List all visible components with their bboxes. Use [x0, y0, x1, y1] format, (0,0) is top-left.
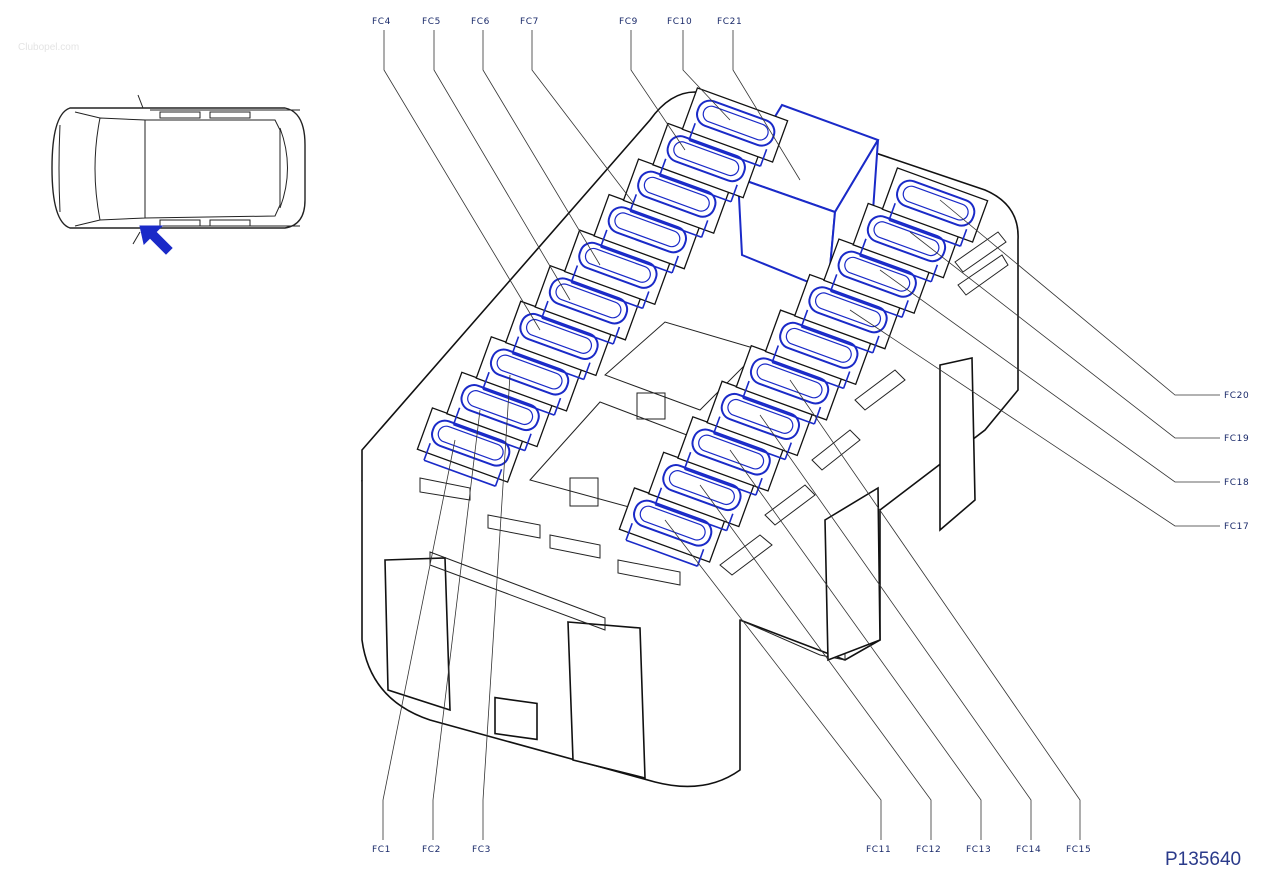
- fuse-right-8: [823, 238, 931, 319]
- fuse-right-1: [618, 487, 726, 567]
- fuse-left-3: [475, 335, 583, 416]
- label-fc3: FC3: [472, 845, 491, 855]
- left-fuse-row: [416, 87, 789, 487]
- labels-bottom: FC1 FC2 FC3 FC11 FC12 FC13 FC14 FC15: [372, 845, 1091, 855]
- fuse-left-7: [593, 193, 701, 274]
- label-fc1: FC1: [372, 845, 391, 855]
- fuse-left-5: [534, 264, 642, 345]
- label-fc18: FC18: [1224, 478, 1249, 488]
- labels-right: FC20 FC19 FC18 FC17: [1224, 391, 1249, 532]
- fuse-left-8: [622, 158, 730, 239]
- label-fc19: FC19: [1224, 434, 1249, 444]
- right-fuse-row: [618, 167, 989, 567]
- label-fc20: FC20: [1224, 391, 1249, 401]
- label-fc17: FC17: [1224, 522, 1249, 532]
- label-fc13: FC13: [966, 845, 991, 855]
- label-fc4: FC4: [372, 17, 391, 27]
- fuse-left-4: [504, 300, 612, 381]
- label-fc11: FC11: [866, 845, 891, 855]
- label-fc7: FC7: [520, 17, 539, 27]
- label-fc12: FC12: [916, 845, 941, 855]
- labels-top: FC4 FC5 FC6 FC7 FC9 FC10 FC21: [372, 17, 742, 27]
- label-fc14: FC14: [1016, 845, 1041, 855]
- figure-code: P135640: [1165, 849, 1241, 870]
- leader-lines: [382, 30, 1220, 840]
- label-fc9: FC9: [619, 17, 638, 27]
- blue-arrow-icon: [139, 225, 173, 255]
- label-fc2: FC2: [422, 845, 441, 855]
- label-fc5: FC5: [422, 17, 441, 27]
- watermark: Clubopel.com: [18, 42, 79, 53]
- fuse-right-9: [852, 202, 960, 283]
- fuse-box-body: [361, 87, 1019, 788]
- car-top-view-icon: [51, 94, 306, 245]
- label-fc15: FC15: [1066, 845, 1091, 855]
- fuse-right-6: [764, 309, 872, 390]
- fuse-right-5: [735, 344, 843, 425]
- fuse-right-4: [706, 380, 814, 461]
- label-fc10: FC10: [667, 17, 692, 27]
- label-fc6: FC6: [471, 17, 490, 27]
- label-fc21: FC21: [717, 17, 742, 27]
- fuse-right-10: [881, 167, 989, 247]
